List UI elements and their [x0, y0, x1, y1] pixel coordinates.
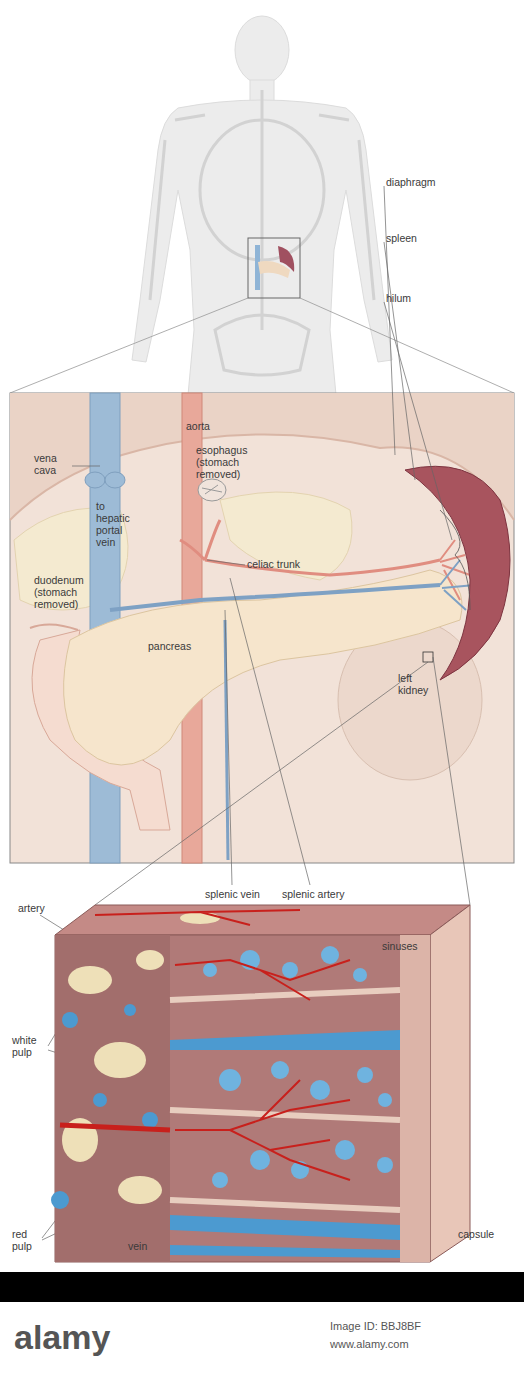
part-label: celiac trunk: [247, 558, 337, 570]
part-label: splenic vein: [205, 888, 275, 900]
part-label: capsule: [458, 1228, 518, 1240]
part-label: left kidney: [398, 672, 438, 696]
part-label: artery: [18, 902, 78, 914]
part-label: vena cava: [34, 452, 72, 476]
part-label: esophagus (stomach removed): [196, 444, 286, 480]
part-label: splenic artery: [282, 888, 372, 900]
zoom-line: [10, 298, 514, 393]
part-label: vein: [128, 1240, 168, 1252]
part-label: white pulp: [12, 1034, 48, 1058]
abdomen-panel: [10, 393, 514, 863]
spleen-tissue-block: [51, 905, 470, 1262]
mini-organs: [255, 245, 294, 290]
watermark-band: [0, 1272, 524, 1302]
part-label: red pulp: [12, 1228, 42, 1252]
watermark-text: alamy: [14, 1318, 214, 1357]
part-label: pancreas: [148, 640, 218, 652]
part-label: hilum: [386, 292, 466, 304]
skeleton: [150, 90, 374, 375]
part-label: sinuses: [382, 940, 442, 952]
part-label: diaphragm: [386, 176, 466, 188]
part-label: aorta: [186, 420, 236, 432]
part-label: to hepatic portal vein: [96, 500, 140, 548]
watermark-text: www.alamy.com: [330, 1338, 520, 1351]
zoom-box: [248, 238, 300, 298]
part-label: duodenum (stomach removed): [34, 574, 124, 610]
watermark-text: Image ID: BBJ8BF: [330, 1320, 520, 1333]
part-label: spleen: [386, 232, 466, 244]
body-silhouette: [132, 16, 392, 395]
